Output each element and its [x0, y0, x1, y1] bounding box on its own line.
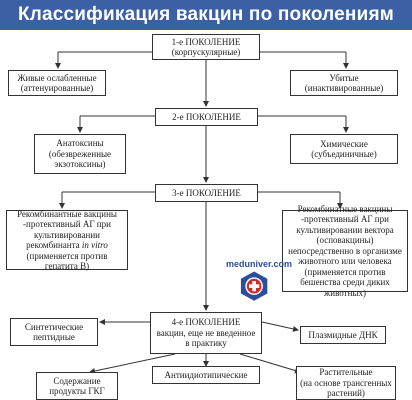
plant-based-box: Растительные (на основе трансгенных раст… — [296, 366, 396, 400]
chemical-box: Химические (субъединичные) — [290, 134, 398, 164]
watermark-logo-icon — [240, 271, 268, 301]
gen3-box: 3-е ПОКОЛЕНИЕ — [155, 184, 258, 202]
gen2-label: 2-е ПОКОЛЕНИЕ — [172, 111, 241, 122]
watermark-text: meduniver.com — [226, 259, 293, 269]
gen4-sub: вакцин, еще не введенное в практику — [156, 327, 256, 349]
gen4-box: 4-е ПОКОЛЕНИЕ вакцин, еще не введенное в… — [150, 312, 262, 354]
gen1-label: 1-е ПОКОЛЕНИЕ — [171, 36, 241, 47]
anatoxins-box: Анатоксины (обезвреженные экзотоксины) — [34, 134, 126, 174]
gen4-label: 4-е ПОКОЛЕНИЕ — [171, 317, 241, 328]
synthetic-peptide-box: Синтетические пептидные — [10, 318, 98, 346]
ggk-products-box: Содержание продукты ГКГ — [36, 372, 118, 400]
gen1-box: 1-е ПОКОЛЕНИЕ (корпускулярные) — [152, 34, 260, 60]
live-attenuated-box: Живые ослабленные (аттенуированные) — [8, 70, 106, 96]
gen3-label: 3-е ПОКОЛЕНИЕ — [172, 187, 241, 198]
gen1-sub: (корпускулярные) — [171, 47, 241, 57]
page-title: Классификация вакцин по поколениям — [0, 0, 412, 30]
killed-box: Убитые (инактивированные) — [290, 70, 398, 96]
antiidiotypic-box: Антиидиотипические — [152, 366, 260, 384]
plasmid-dna-box: Плазмидные ДНК — [300, 326, 386, 344]
gen2-box: 2-е ПОКОЛЕНИЕ — [155, 108, 258, 126]
recombinant-right-box: Рекомбинатные вакцины -протективный АГ п… — [282, 204, 408, 298]
recombinant-left-box: Рекомбинантные вакцины -протективный АГ … — [6, 209, 128, 271]
